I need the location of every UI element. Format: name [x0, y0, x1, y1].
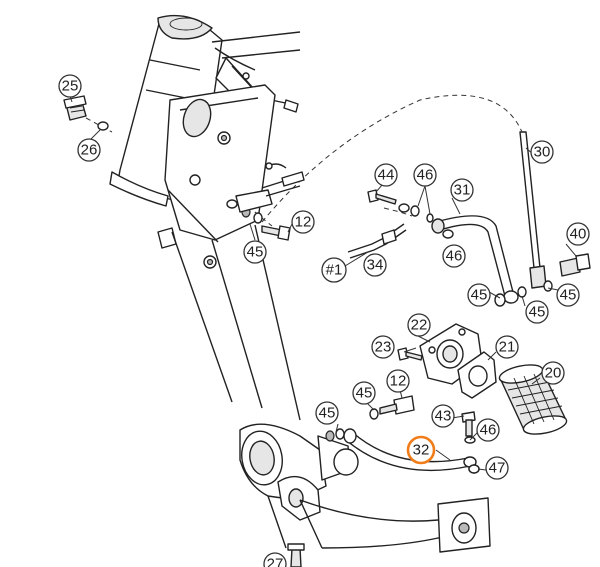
callout-30: 30	[530, 140, 554, 164]
hose-30	[519, 131, 547, 289]
callout-45-right: 45	[556, 283, 580, 307]
callout-12-lower: 12	[386, 369, 410, 393]
callout-46-lower: 46	[476, 418, 500, 442]
bolt-part-12-lower	[379, 395, 415, 415]
svg-text:46: 46	[480, 422, 497, 439]
callout-21: 21	[495, 335, 519, 359]
washer-part-46b	[442, 229, 454, 239]
nipple-part-40	[559, 253, 591, 277]
breather-hose-31	[431, 215, 519, 304]
svg-text:12: 12	[390, 373, 407, 390]
svg-text:43: 43	[435, 408, 452, 425]
svg-text:34: 34	[367, 257, 384, 274]
svg-text:45: 45	[471, 287, 488, 304]
bolt-part-43	[461, 411, 476, 437]
svg-text:#1: #1	[326, 262, 343, 279]
plug-part-25	[63, 95, 87, 121]
callout-32-highlighted: 32	[406, 435, 436, 465]
tube-34	[347, 223, 407, 259]
callout-45-left: 45	[467, 283, 491, 307]
callout-22: 22	[407, 313, 431, 337]
callout-27: 27	[263, 552, 287, 567]
callout-34: 34	[363, 253, 387, 277]
svg-text:25: 25	[62, 78, 79, 95]
svg-text:45: 45	[247, 244, 264, 261]
washer-part-46a	[398, 203, 410, 213]
svg-text:47: 47	[489, 460, 506, 477]
callout-45-lower-right: 45	[352, 381, 376, 405]
svg-text:22: 22	[411, 317, 428, 334]
frame-gusset-plate	[157, 84, 287, 269]
bolt-part-12-upper	[261, 225, 291, 241]
svg-text:45: 45	[356, 385, 373, 402]
frame-lower-mount	[239, 423, 491, 553]
svg-text:27: 27	[267, 556, 284, 567]
svg-text:12: 12	[295, 214, 312, 231]
svg-text:21: 21	[499, 339, 516, 356]
gasket-part-21	[457, 351, 497, 399]
callout-46-mid: 46	[442, 244, 466, 268]
callout-47: 47	[485, 456, 509, 480]
washers-part-45-upper	[226, 171, 305, 224]
bolt-part-27	[287, 543, 305, 567]
callout-1: #1	[321, 257, 347, 283]
callout-31: 31	[450, 178, 474, 202]
svg-text:46: 46	[446, 248, 463, 265]
callout-45-center: 45	[525, 300, 549, 324]
washers-part-45-lower	[325, 408, 379, 442]
clip-part-47	[468, 464, 480, 474]
svg-text:20: 20	[545, 365, 562, 382]
svg-text:26: 26	[81, 142, 98, 159]
callout-46-upper: 46	[413, 163, 437, 187]
svg-text:30: 30	[534, 144, 551, 161]
o-ring-part-26	[97, 121, 109, 131]
svg-text:44: 44	[378, 167, 395, 184]
callout-23: 23	[371, 335, 395, 359]
callout-44: 44	[374, 163, 398, 187]
callout-45-lower-left: 45	[315, 401, 339, 425]
callout-45-upper: 45	[243, 240, 267, 264]
callout-43: 43	[431, 404, 455, 428]
callout-25: 25	[58, 74, 82, 98]
callout-12-upper: 12	[291, 210, 315, 234]
callout-40: 40	[566, 222, 590, 246]
svg-text:31: 31	[454, 182, 471, 199]
svg-text:45: 45	[529, 304, 546, 321]
svg-text:32: 32	[413, 442, 430, 459]
svg-text:46: 46	[417, 167, 434, 184]
svg-text:45: 45	[560, 287, 577, 304]
svg-text:40: 40	[570, 226, 587, 243]
frame-down-tube	[167, 189, 301, 421]
callout-20: 20	[541, 361, 565, 385]
callout-26: 26	[77, 138, 101, 162]
oil-filter-part-20	[498, 364, 568, 435]
svg-text:23: 23	[375, 339, 392, 356]
bolt-part-44	[367, 189, 397, 205]
svg-text:45: 45	[319, 405, 336, 422]
